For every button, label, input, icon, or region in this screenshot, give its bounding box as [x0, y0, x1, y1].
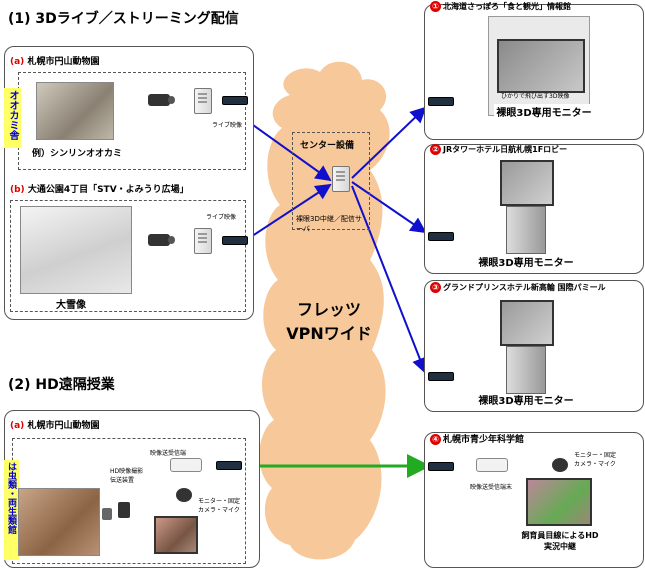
- link-center-to-venue1: [351, 106, 427, 179]
- hd-camera-icon: [118, 502, 130, 518]
- venue1-booth: ひかりで飛び出す3D映像: [488, 16, 590, 116]
- c4-router-icon: [428, 462, 454, 471]
- section1-b-box: [10, 200, 246, 312]
- hd-transmitter-icon: [102, 508, 112, 520]
- venue1-router-icon: [428, 97, 454, 106]
- sender-a-label: 映像送受信端: [150, 450, 187, 457]
- hd-camera-label: HD映像撮影伝送装置: [110, 468, 144, 484]
- cloud-line1: フレッツ: [296, 300, 361, 319]
- fixed-camera-a-icon: [176, 488, 192, 502]
- mic-a-label: モニター・固定カメラ・マイク: [198, 498, 241, 514]
- wolf-photo: [36, 82, 114, 140]
- venue2-router-icon: [428, 232, 454, 241]
- venue2-monitor-icon: [500, 160, 554, 206]
- section2-a-header: (a) 札幌市円山動物園: [10, 421, 100, 431]
- c4-fixed-camera-icon: [552, 458, 568, 472]
- venue1-screen: [497, 39, 585, 93]
- router-b-icon: [222, 236, 248, 245]
- live-video-b-label: ライブ映像: [206, 214, 237, 221]
- link-b-to-center: [245, 183, 332, 241]
- venue2-stand: [506, 206, 546, 254]
- cloud-label: フレッツ VPNワイド: [282, 296, 376, 344]
- 3d-camera-a-icon: [148, 94, 175, 106]
- c4-sender-terminal-icon: [476, 458, 508, 472]
- venue2-monitor-label: 裸眼3D専用モニター: [478, 258, 574, 269]
- venue3-monitor-icon: [500, 300, 554, 346]
- venue1-monitor-label: 裸眼3D専用モニター: [494, 104, 594, 119]
- wolf-example-label: 例）シンリンオオカミ: [32, 149, 123, 159]
- venue3-stand: [506, 346, 546, 394]
- c4-caption: 飼育員目線によるHD実況中継: [521, 531, 599, 551]
- section1-b-header: (b) 大通公園4丁目「STV・よみうり広場」: [10, 185, 189, 195]
- center-box: [292, 132, 370, 230]
- snow-statue-photo: [20, 206, 132, 294]
- venue3-monitor-label: 裸眼3D専用モニター: [478, 396, 574, 407]
- c4-monitor-icon: [526, 478, 592, 526]
- classroom-monitor-icon: [154, 516, 198, 554]
- center-server-icon: [332, 166, 350, 192]
- section1-title: (1) 3Dライブ／ストリーミング配信: [8, 11, 239, 27]
- server-b-icon: [194, 228, 212, 254]
- venue1-screen-text: ひかりで飛び出す3D映像: [501, 93, 570, 100]
- wolf-house-label: オオカミ舎: [4, 88, 21, 148]
- link-center-to-venue3: [351, 185, 428, 374]
- router-a-icon: [222, 96, 248, 105]
- c4-sender-label: 映像送受信端末: [469, 484, 512, 491]
- router-hd-a-icon: [216, 461, 242, 470]
- section1-a-header: (a) 札幌市円山動物園: [10, 57, 100, 67]
- c4-mic-label: モニター・固定カメラ・マイク: [574, 452, 617, 468]
- center-title: センター設備: [300, 141, 355, 151]
- section2-title: (2) HD遠隔授業: [8, 377, 115, 393]
- snow-statue-label: 大雪像: [56, 300, 86, 311]
- live-video-a-label: ライブ映像: [212, 122, 243, 129]
- server-a-icon: [194, 88, 212, 114]
- sender-terminal-a-icon: [170, 458, 202, 472]
- link-center-to-venue2: [351, 181, 427, 234]
- 3d-camera-b-icon: [148, 234, 175, 246]
- center-relay-label: 裸眼3D中継／配信サーバ: [296, 215, 362, 233]
- reptile-house-label: は虫類・両生類館: [4, 460, 19, 560]
- venue3-router-icon: [428, 372, 454, 381]
- cloud-line2: VPNワイド: [286, 324, 372, 343]
- tortoise-photo: [18, 488, 100, 556]
